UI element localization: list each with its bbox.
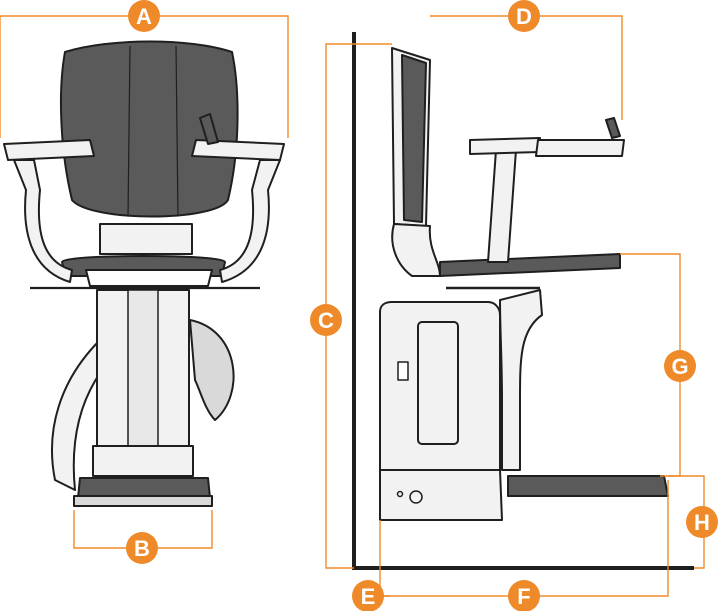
front-armframe-right bbox=[219, 159, 281, 283]
front-armrest-left bbox=[3, 139, 95, 161]
front-carriage-curve bbox=[189, 319, 235, 421]
side-seat bbox=[439, 253, 621, 277]
front-armframe-left bbox=[13, 159, 73, 283]
dim-line-f bbox=[380, 480, 669, 597]
front-carriage-side bbox=[51, 339, 111, 491]
front-view bbox=[3, 40, 285, 507]
front-armrest-right bbox=[191, 139, 285, 161]
side-carriage bbox=[379, 469, 503, 521]
side-armrest bbox=[469, 137, 541, 155]
badge-g-label: G bbox=[671, 354, 688, 379]
badge-f-label: F bbox=[517, 584, 530, 609]
side-view bbox=[352, 32, 694, 570]
badge-c: C bbox=[310, 304, 342, 336]
front-joystick bbox=[199, 113, 219, 145]
dim-line-d bbox=[430, 15, 623, 120]
badge-h-label: H bbox=[694, 510, 710, 535]
badge-c-label: C bbox=[318, 308, 334, 333]
side-footrest bbox=[507, 475, 669, 497]
badge-e: E bbox=[352, 580, 384, 611]
badge-b: B bbox=[126, 532, 158, 564]
badge-b-label: B bbox=[134, 536, 150, 561]
badge-a-label: A bbox=[136, 4, 152, 29]
badge-h: H bbox=[686, 506, 718, 538]
badge-d: D bbox=[508, 0, 540, 32]
badge-e-label: E bbox=[361, 584, 376, 609]
badge-a: A bbox=[128, 0, 160, 32]
badge-d-label: D bbox=[516, 4, 532, 29]
dim-line-e bbox=[379, 520, 390, 597]
badge-f: F bbox=[508, 580, 540, 611]
side-support-arm bbox=[499, 289, 543, 471]
dimension-badges: A B C D E F G H bbox=[126, 0, 718, 611]
badge-g: G bbox=[664, 350, 696, 382]
